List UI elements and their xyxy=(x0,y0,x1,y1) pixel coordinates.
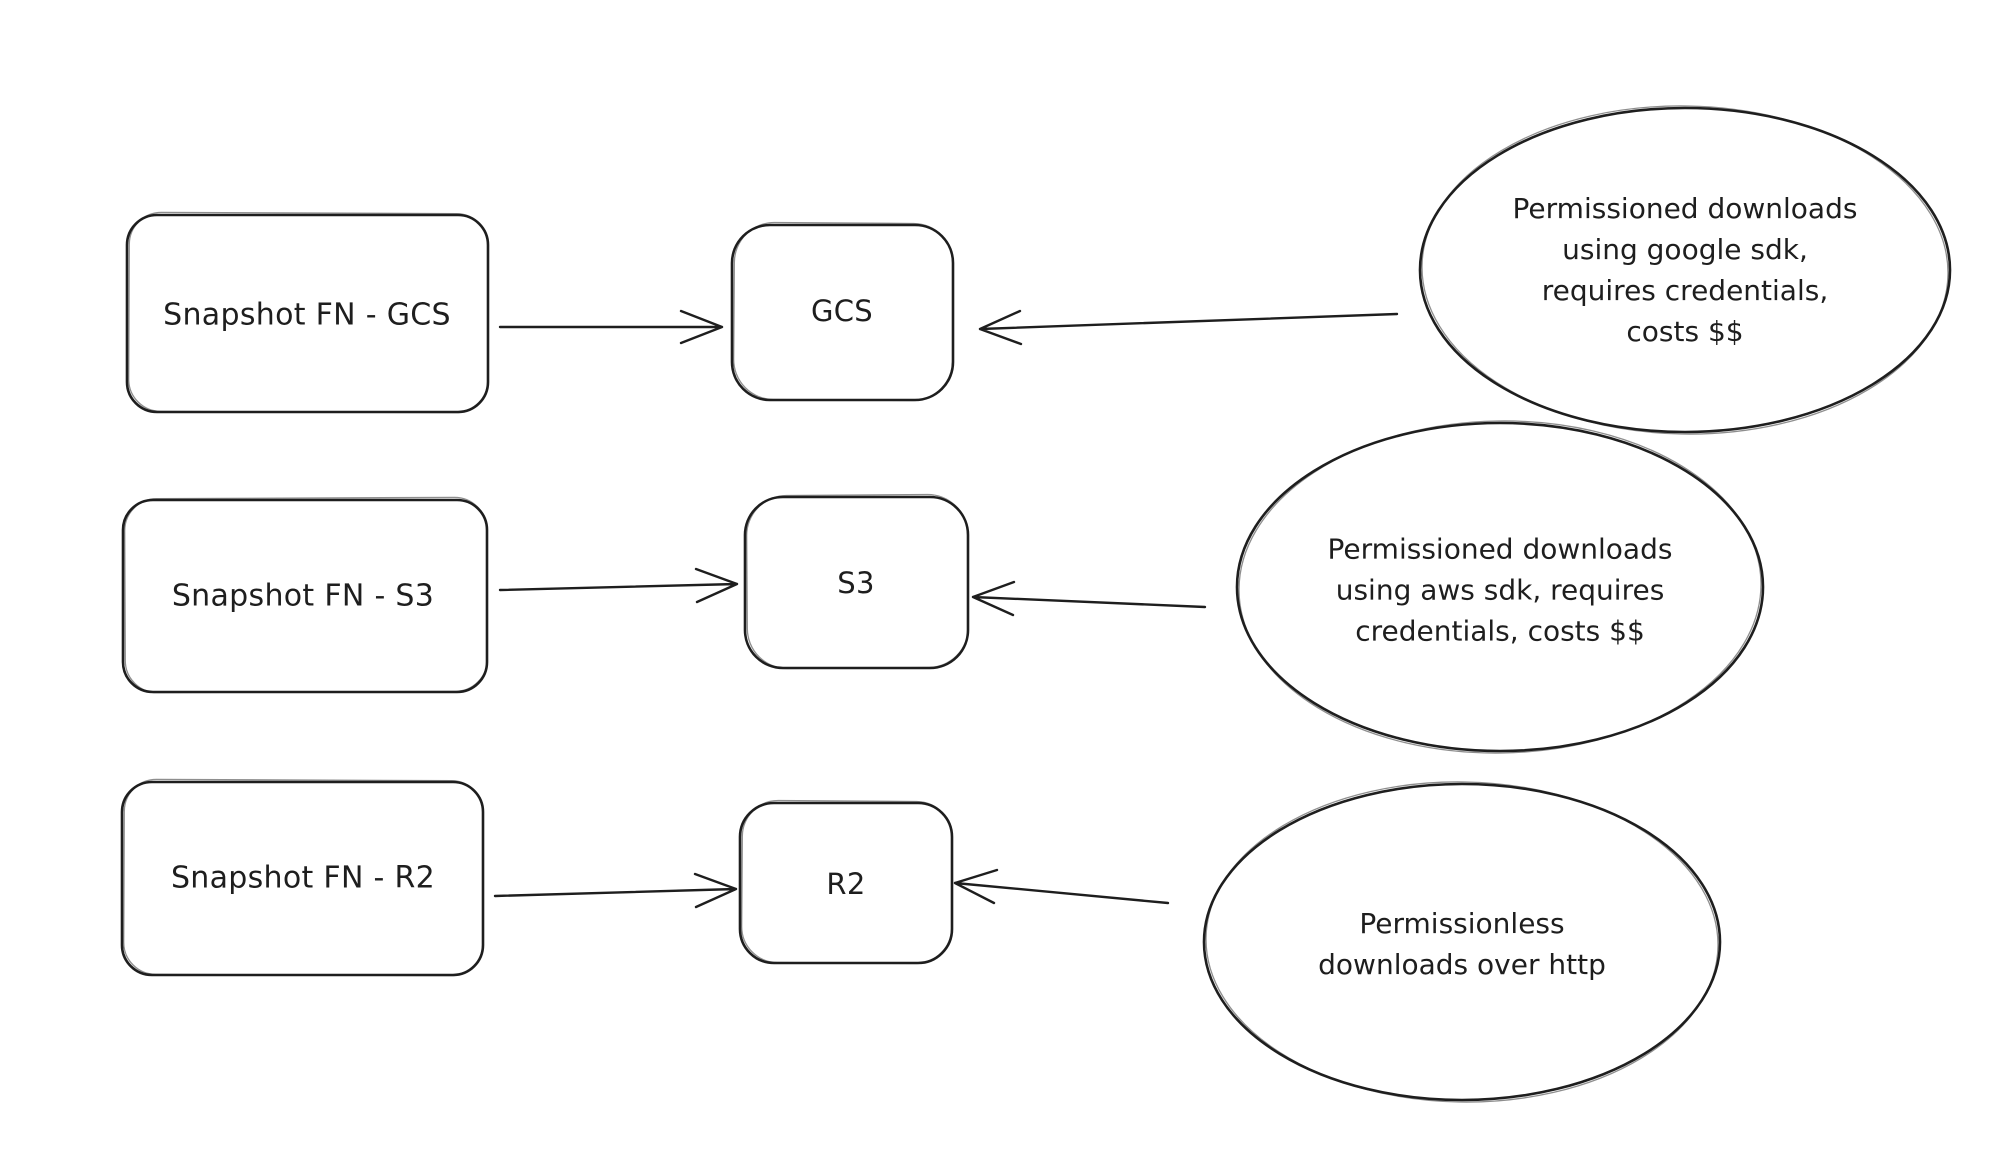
source-label-gcs: Snapshot FN - GCS xyxy=(163,297,451,333)
note-line: requires credentials, xyxy=(1541,274,1829,307)
arrow-r2-source-to-target[interactable] xyxy=(493,872,738,909)
note-line: Permissioned downloads xyxy=(1327,532,1673,566)
target-rect-r2[interactable] xyxy=(738,799,954,965)
note-text-s3: Permissioned downloads using aws sdk, re… xyxy=(1328,529,1673,652)
note-text-gcs: Permissioned downloads using google sdk,… xyxy=(1513,188,1858,352)
source-rect-gcs[interactable] xyxy=(125,211,490,414)
target-label-s3: S3 xyxy=(837,566,875,600)
arrow-r2-note-to-target[interactable] xyxy=(953,868,1170,905)
arrow-s3-note-to-target[interactable] xyxy=(971,580,1207,617)
note-line: using aws sdk, requires xyxy=(1335,573,1665,607)
arrow-gcs-note-to-target[interactable] xyxy=(978,309,1399,346)
note-line: credentials, costs $$ xyxy=(1355,614,1645,648)
arrow-gcs-source-to-target[interactable] xyxy=(498,309,724,345)
note-line: downloads over http xyxy=(1318,948,1606,981)
note-ellipse-r2[interactable] xyxy=(1202,778,1722,1107)
note-line: using google sdk, xyxy=(1562,233,1808,266)
target-rect-gcs[interactable] xyxy=(730,221,955,402)
note-text-r2: Permissionless downloads over http xyxy=(1318,903,1606,985)
source-rect-r2[interactable] xyxy=(120,778,485,977)
target-label-gcs: GCS xyxy=(810,294,874,328)
note-ellipse-gcs[interactable] xyxy=(1418,101,1952,438)
target-label-r2: R2 xyxy=(826,867,866,901)
source-label-s3: Snapshot FN - S3 xyxy=(171,578,435,614)
note-line: costs $$ xyxy=(1626,315,1744,348)
note-line: Permissionless xyxy=(1359,907,1565,940)
source-rect-s3[interactable] xyxy=(121,496,489,694)
note-line: Permissioned downloads xyxy=(1512,192,1858,225)
target-rect-s3[interactable] xyxy=(743,493,970,670)
arrow-s3-source-to-target[interactable] xyxy=(498,567,739,604)
source-label-r2: Snapshot FN - R2 xyxy=(170,860,436,896)
note-ellipse-s3[interactable] xyxy=(1235,416,1765,757)
